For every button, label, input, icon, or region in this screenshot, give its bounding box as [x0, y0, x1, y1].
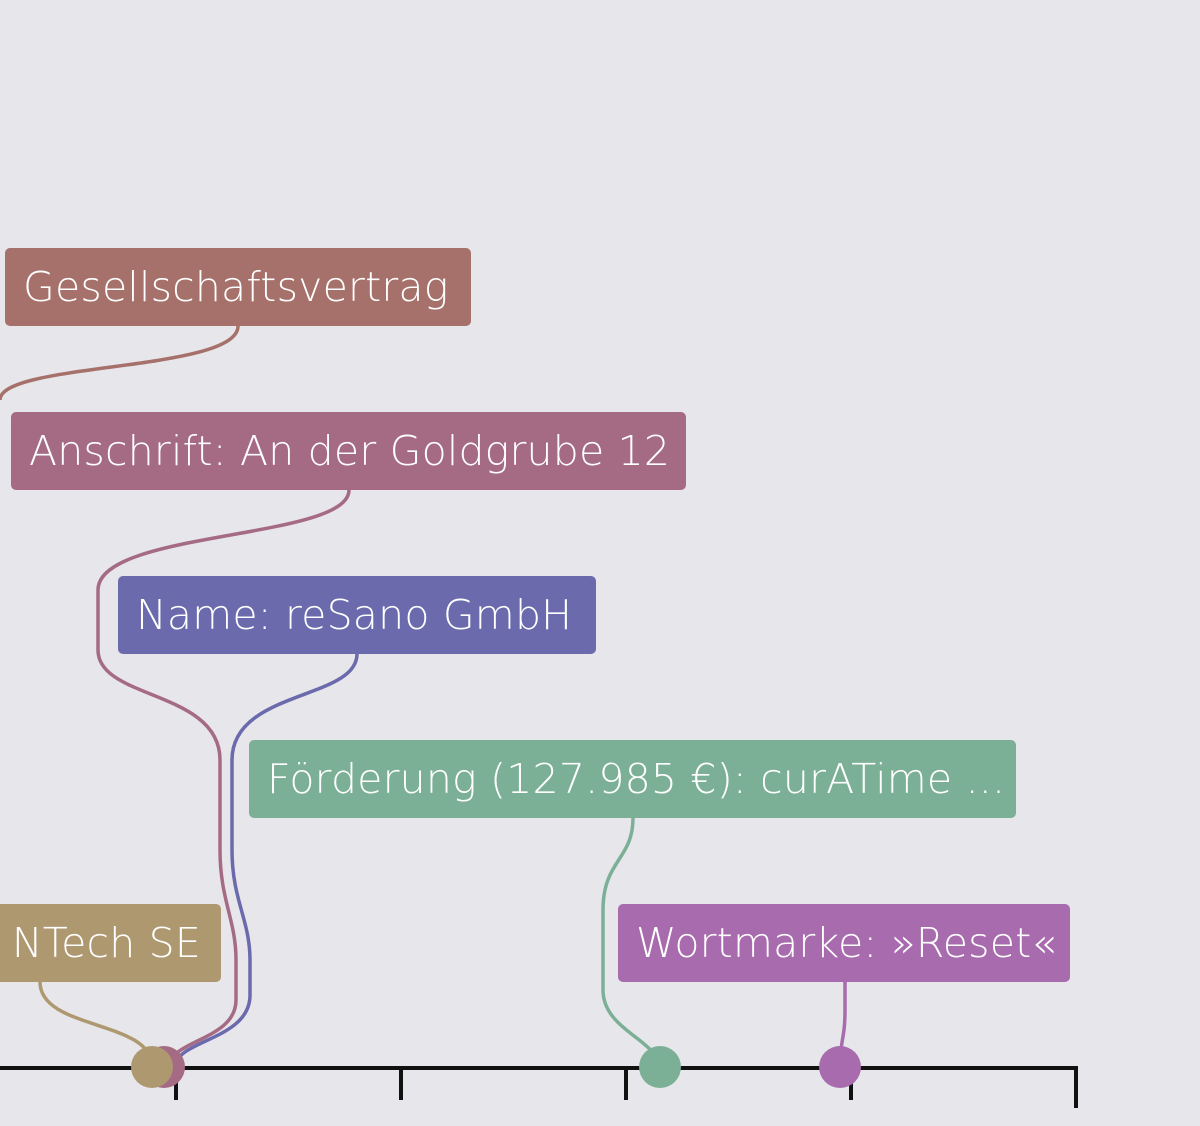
event-label-ntech[interactable]: NTech SE	[0, 904, 221, 982]
connector-anschrift	[96, 489, 351, 1067]
event-label-gesellschaftsvertrag[interactable]: Gesellschaftsvertrag	[5, 248, 471, 326]
event-marker-foerderung[interactable]	[639, 1046, 681, 1088]
event-label-anschrift[interactable]: Anschrift: An der Goldgrube 12	[11, 412, 686, 490]
event-marker-wortmarke[interactable]	[819, 1046, 861, 1088]
event-label-foerderung[interactable]: Förderung (127.985 €): curATime ...	[249, 740, 1016, 818]
connector-name	[174, 653, 359, 1067]
connector-gesellschaftsvertrag	[0, 325, 240, 401]
event-label-name[interactable]: Name: reSano GmbH	[118, 576, 596, 654]
event-label-wortmarke[interactable]: Wortmarke: »Reset«	[618, 904, 1070, 982]
event-marker-ntech[interactable]	[131, 1046, 173, 1088]
connector-ntech	[38, 981, 154, 1067]
connector-foerderung	[601, 817, 660, 1067]
